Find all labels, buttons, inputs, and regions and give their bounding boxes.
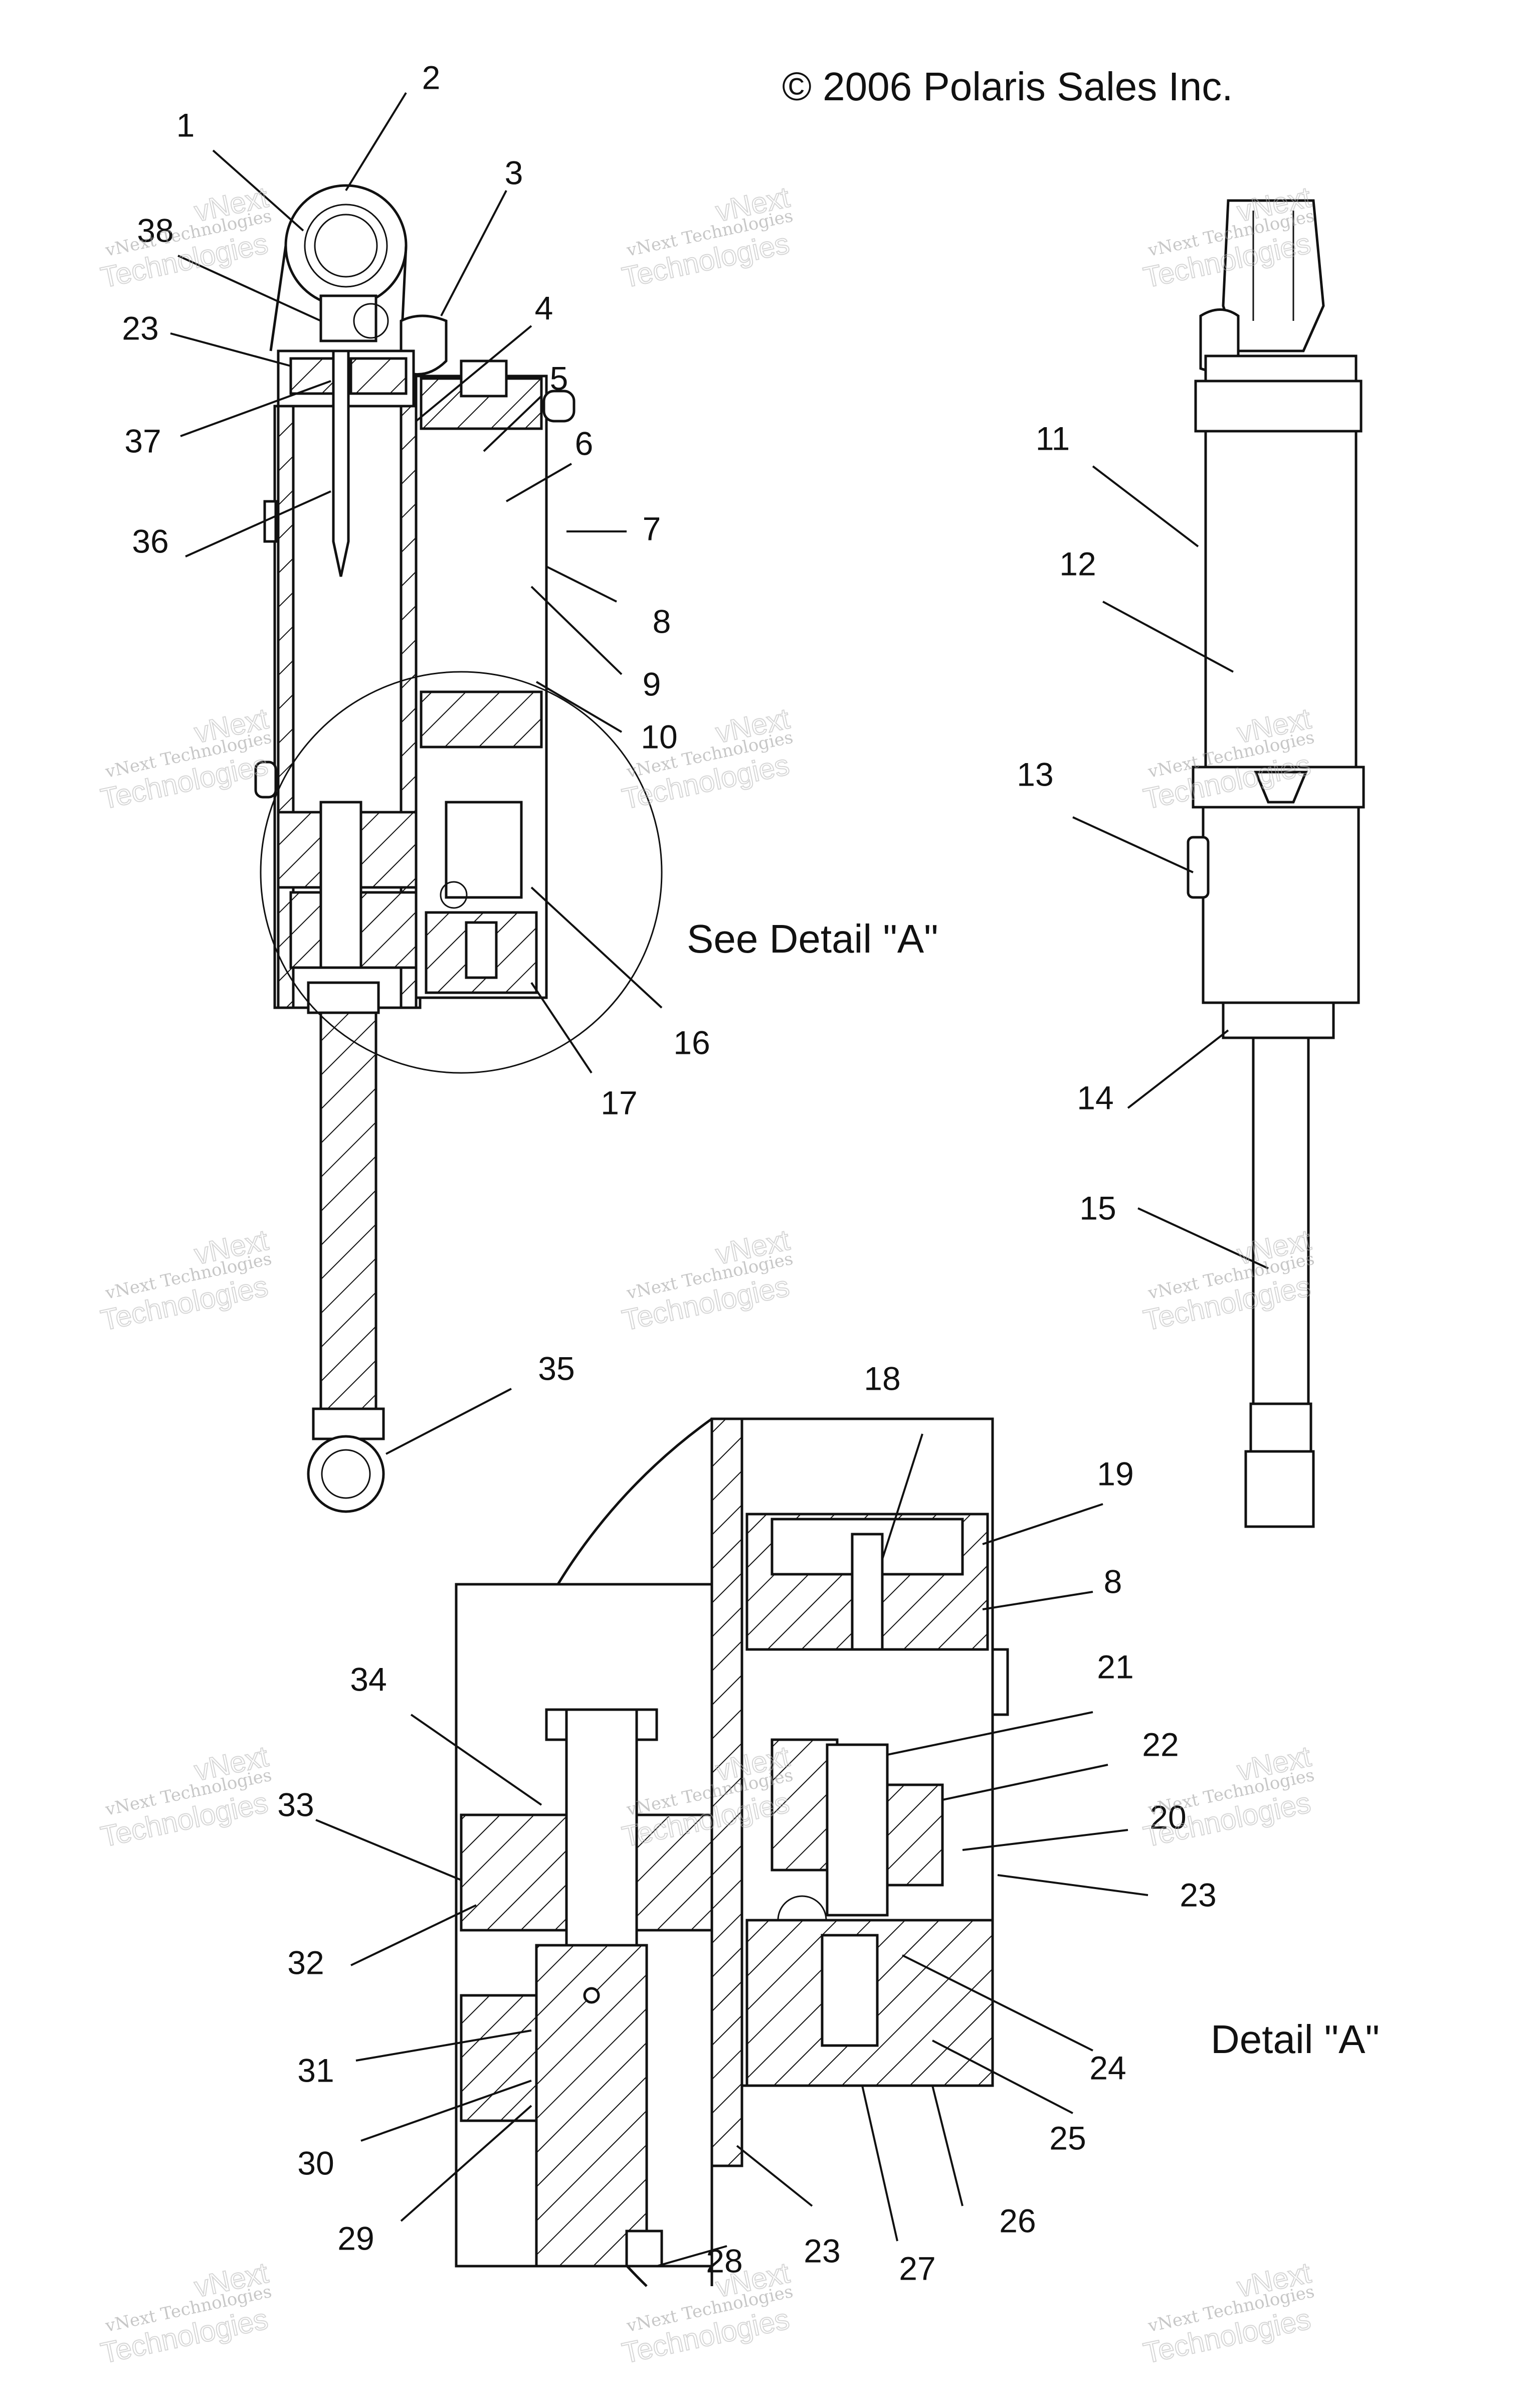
shock-section-view — [254, 184, 663, 1513]
callout-23-detail-right: 23 — [1180, 1876, 1216, 1913]
callout-8-top: 8 — [653, 603, 671, 640]
callout-7: 7 — [643, 510, 661, 547]
callout-17: 17 — [601, 1084, 637, 1121]
callout-12: 12 — [1059, 545, 1096, 582]
callout-16: 16 — [673, 1024, 710, 1061]
callout-10: 10 — [641, 718, 677, 755]
callout-4: 4 — [535, 289, 553, 326]
callout-38: 38 — [137, 212, 173, 249]
callout-20: 20 — [1149, 1798, 1186, 1835]
callout-19: 19 — [1097, 1455, 1133, 1492]
callout-24: 24 — [1089, 2049, 1126, 2086]
copyright-text: © 2006 Polaris Sales Inc. — [782, 64, 1233, 109]
callout-23-detail-bottom: 23 — [804, 2232, 840, 2269]
callout-36: 36 — [132, 522, 168, 560]
callout-26: 26 — [999, 2202, 1036, 2239]
callout-6: 6 — [575, 425, 594, 462]
shock-exterior-view — [1187, 199, 1365, 1528]
callout-labels: 1 2 3 4 5 6 7 8 9 10 11 12 13 14 15 16 1… — [122, 59, 1216, 2287]
callout-33: 33 — [277, 1786, 314, 1823]
callout-34: 34 — [350, 1660, 387, 1698]
callout-21: 21 — [1097, 1648, 1133, 1685]
callout-13: 13 — [1017, 756, 1053, 793]
callout-22: 22 — [1142, 1726, 1179, 1763]
detail-caption: Detail "A" — [1211, 2017, 1380, 2062]
callout-30: 30 — [297, 2144, 334, 2181]
callout-23-top: 23 — [122, 309, 158, 346]
callout-5: 5 — [550, 359, 568, 397]
callout-31: 31 — [297, 2052, 334, 2089]
callout-14: 14 — [1077, 1079, 1113, 1116]
callout-15: 15 — [1079, 1189, 1116, 1226]
callout-2: 2 — [422, 59, 441, 96]
detail-a-view — [455, 1417, 1009, 2287]
see-detail-caption: See Detail "A" — [687, 916, 938, 961]
callout-1: 1 — [176, 106, 195, 143]
callout-32: 32 — [287, 1944, 324, 1981]
callout-9: 9 — [643, 665, 661, 702]
callout-25: 25 — [1049, 2119, 1086, 2156]
callout-27: 27 — [899, 2250, 935, 2287]
callout-8-detail: 8 — [1104, 1563, 1122, 1600]
callout-37: 37 — [124, 422, 161, 459]
callout-28: 28 — [706, 2242, 742, 2279]
callout-35: 35 — [538, 1350, 574, 1387]
leader-lines — [170, 92, 1269, 2267]
callout-3: 3 — [505, 154, 523, 191]
callout-18: 18 — [864, 1360, 900, 1397]
callout-11: 11 — [1036, 420, 1070, 457]
callout-29: 29 — [337, 2219, 374, 2257]
